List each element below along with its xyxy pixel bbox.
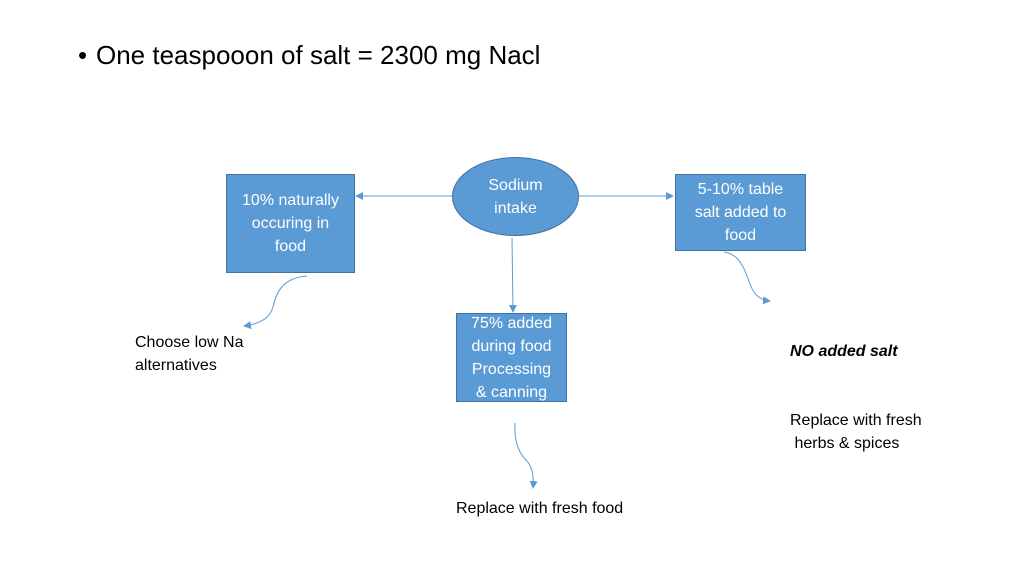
right-note-text: Replace with fresh herbs & spices [790, 412, 922, 452]
right-note-emphasis: NO added salt [790, 343, 898, 360]
bullet-text: One teaspooon of salt = 2300 mg Nacl [96, 40, 541, 70]
bullet-line: • One teaspooon of salt = 2300 mg Nacl [78, 38, 540, 72]
naturally-occurring-box: 10% naturally occuring in food [226, 174, 355, 273]
processing-box: 75% added during food Processing & canni… [456, 313, 567, 402]
left-note: Choose low Na alternatives [135, 334, 244, 374]
right-note: NO added salt Replace with fresh herbs &… [790, 294, 922, 501]
arrow-left-to-note [243, 275, 308, 330]
sodium-intake-node: Sodium intake [452, 157, 579, 236]
arrow-bottom-to-note [514, 422, 538, 489]
bullet-dot-icon: • [78, 40, 88, 70]
arrow-right-to-note [723, 251, 771, 305]
arrow-center-to-bottom [508, 237, 517, 313]
bottom-note: Replace with fresh food [456, 500, 624, 517]
table-salt-box: 5-10% table salt added to food [675, 174, 806, 251]
